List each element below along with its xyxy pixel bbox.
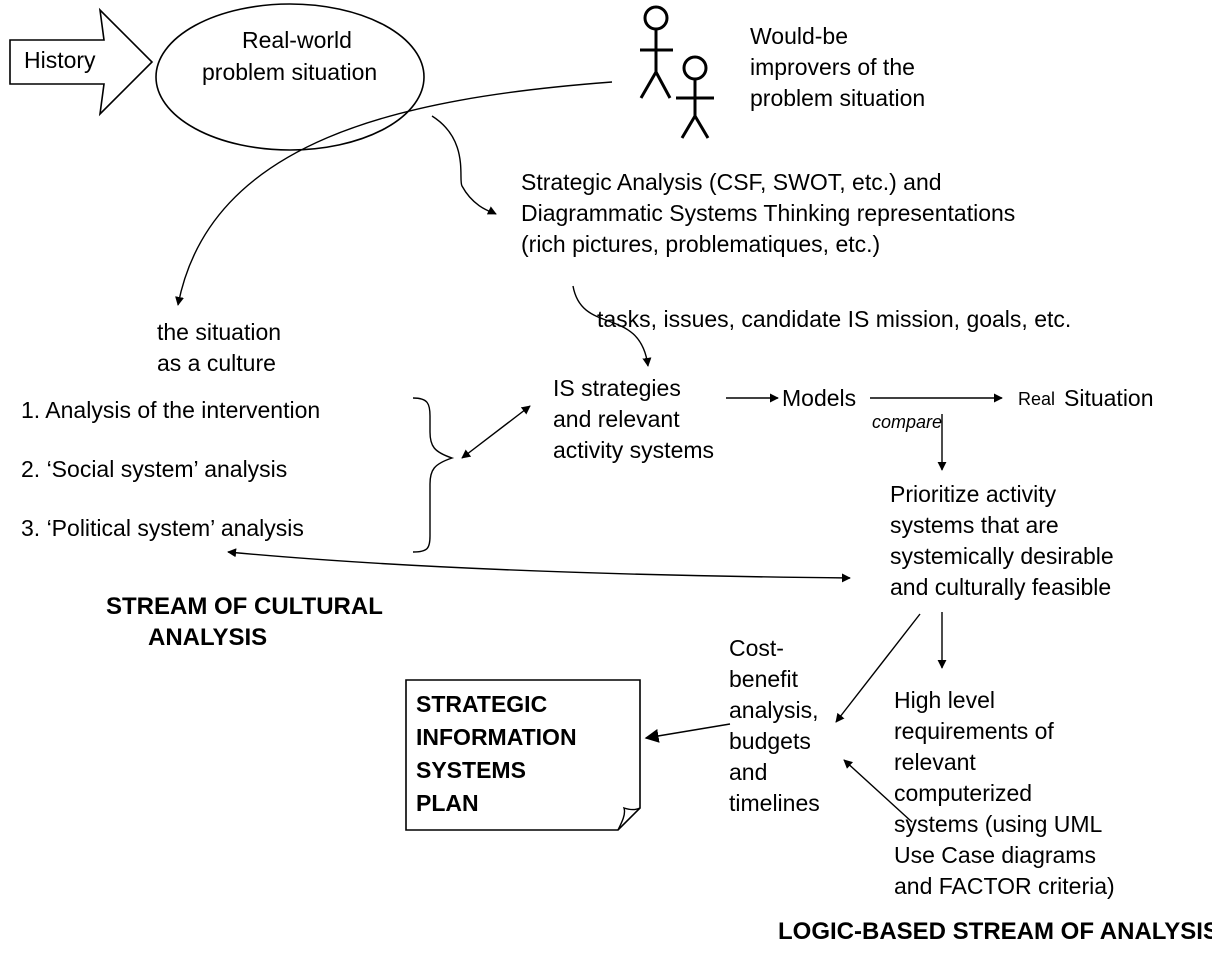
tasks-label: tasks, issues, candidate IS mission, goa…: [597, 306, 1072, 332]
improvers-line-1: Would-be: [750, 23, 849, 49]
situation-culture-line-2: as a culture: [157, 350, 276, 376]
cultural-stream-heading-line-1: STREAM OF CULTURAL: [106, 593, 383, 620]
requirements-line-6: Use Case diagrams: [894, 842, 1096, 868]
is-strategies-line-3: activity systems: [553, 437, 715, 463]
cultural-stream-heading-line-2: ANALYSIS: [148, 624, 268, 651]
strategic-analysis-line-2: Diagrammatic Systems Thinking representa…: [521, 200, 1016, 226]
prioritize-line-3: systemically desirable: [890, 543, 1114, 569]
models-label: Models: [782, 385, 857, 411]
cost-benefit-line-2: benefit: [729, 666, 799, 692]
prioritize-line-2: systems that are: [890, 512, 1059, 538]
is-strategies-line-1: IS strategies: [553, 375, 681, 401]
history-arrow: [9, 7, 154, 117]
problem-situation-line-1: Real-world: [242, 27, 352, 53]
analysis-item-2: 2. ‘Social system’ analysis: [21, 456, 288, 482]
analyses-brace: [412, 397, 455, 553]
sisp-document-fold: [617, 806, 641, 831]
requirements-line-2: requirements of: [894, 718, 1054, 744]
stick-figures-icon: [639, 5, 714, 139]
arrow-requirements-to-cost: [843, 759, 913, 823]
strategic-analysis-line-1: Strategic Analysis (CSF, SWOT, etc.) and: [521, 169, 942, 195]
problem-situation-ellipse: [155, 3, 425, 151]
requirements-line-5: systems (using UML: [894, 811, 1103, 837]
curve-to-strategic-analysis: [431, 115, 497, 215]
curve-to-is-strategies: [572, 285, 652, 367]
compare-label: compare: [872, 412, 943, 432]
improvers-line-3: problem situation: [750, 85, 926, 111]
requirements-line-7: and FACTOR criteria): [894, 873, 1115, 899]
curve-to-culture: [175, 81, 613, 306]
prioritize-line-1: Prioritize activity: [890, 481, 1057, 507]
problem-situation-line-2: problem situation: [202, 59, 378, 85]
requirements-line-1: High level: [894, 687, 995, 713]
cost-benefit-line-6: timelines: [729, 790, 820, 816]
prioritize-line-4: and culturally feasible: [890, 574, 1112, 600]
cost-benefit-line-3: analysis,: [729, 697, 819, 723]
requirements-line-4: computerized: [894, 780, 1033, 806]
sisp-line-2: INFORMATION: [416, 724, 577, 750]
analysis-item-3: 3. ‘Political system’ analysis: [21, 515, 304, 541]
strategic-analysis-line-3: (rich pictures, problematiques, etc.): [521, 231, 881, 257]
arrow-to-sisp: [644, 723, 731, 743]
sisp-line-3: SYSTEMS: [416, 757, 526, 783]
arrow-prioritize-to-cost: [835, 613, 921, 723]
cost-benefit-line-5: and: [729, 759, 768, 785]
logic-stream-heading: LOGIC-BASED STREAM OF ANALYSIS: [778, 918, 1212, 945]
improvers-line-2: improvers of the: [750, 54, 915, 80]
situation-label: Situation: [1064, 385, 1154, 411]
situation-culture-line-1: the situation: [157, 319, 282, 345]
sisp-line-4: PLAN: [416, 790, 479, 816]
sisp-line-1: STRATEGIC: [416, 691, 548, 717]
history-label: History: [24, 47, 96, 73]
requirements-line-3: relevant: [894, 749, 976, 775]
analysis-item-1: 1. Analysis of the intervention: [21, 397, 321, 423]
cost-benefit-line-4: budgets: [729, 728, 811, 754]
real-label: Real: [1018, 389, 1056, 409]
is-strategies-line-2: and relevant: [553, 406, 680, 432]
cost-benefit-line-1: Cost-: [729, 635, 784, 661]
arrow-brace-is-strategies: [461, 405, 531, 459]
sisp-document: [405, 679, 641, 831]
arrow-political-prioritize: [227, 548, 851, 583]
